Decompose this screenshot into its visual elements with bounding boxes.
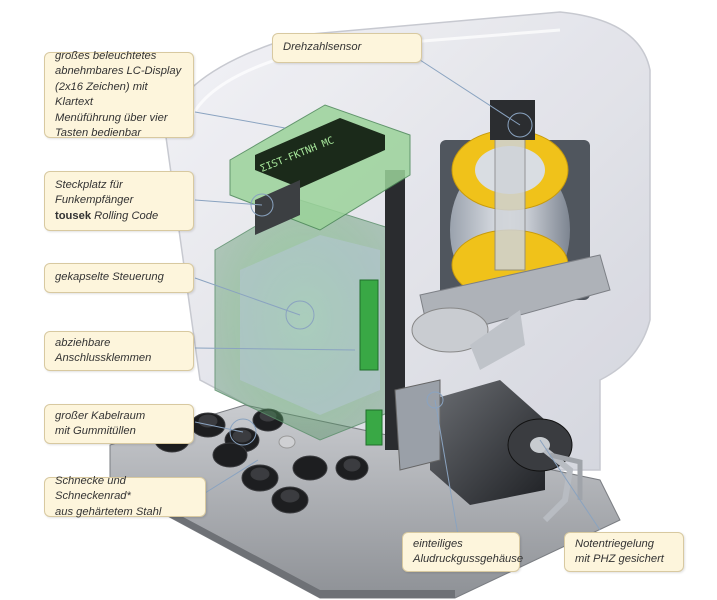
support-column bbox=[385, 170, 405, 450]
lc-display-module: ΣIST-FKTNH MC bbox=[229, 104, 411, 235]
callout-housing-line1: einteiliges bbox=[413, 537, 463, 550]
callout-control: gekapselte Steuerung bbox=[44, 263, 194, 293]
callout-lc-display-line4: Menüführung über vier bbox=[55, 111, 168, 124]
callout-lc-display-line2: abnehmbares LC-Display bbox=[55, 65, 182, 77]
callout-housing-line2: Aludruckgussgehäuse bbox=[413, 553, 524, 565]
callout-worm-gear: Schnecke und Schneckenrad* aus gehärtete… bbox=[44, 474, 206, 518]
leader-lines bbox=[194, 59, 601, 536]
callout-speed-sensor-text: Drehzahlsensor bbox=[283, 41, 362, 54]
callout-lc-display-line5: Tasten bedienbar bbox=[55, 127, 142, 139]
callout-lc-display-line3: (2x16 Zeichen) mit Klartext bbox=[55, 80, 148, 109]
callout-emergency-release: Notentriegelung mit PHZ gesichert bbox=[564, 532, 684, 572]
callout-cable-space-line2: mit Gummitüllen bbox=[55, 425, 136, 437]
callout-terminals-line2: Anschlussklemmen bbox=[55, 352, 152, 364]
callout-speed-sensor: Drehzahlsensor bbox=[272, 33, 422, 63]
callout-worm-line2: aus gehärtetem Stahl bbox=[55, 505, 162, 518]
callout-receiver-line1: Steckplatz für bbox=[55, 178, 123, 191]
emergency-release bbox=[430, 380, 583, 523]
brand-name: tousek bbox=[55, 209, 92, 222]
callout-cable-space-line1: großer Kabelraum bbox=[55, 409, 146, 422]
callout-release-line2: mit PHZ gesichert bbox=[575, 553, 664, 565]
callout-lc-display-line1: großes beleuchtetes bbox=[55, 49, 157, 62]
callout-housing: einteiliges Aludruckgussgehäuse bbox=[402, 532, 524, 572]
callout-release-line1: Notentriegelung bbox=[575, 537, 654, 550]
motor bbox=[440, 100, 590, 305]
callout-receiver-slot: Steckplatz für Funkempfänger tousek Roll… bbox=[44, 171, 194, 231]
callout-receiver-line2: Funkempfänger bbox=[55, 194, 134, 207]
callout-receiver-line3: tousek Rolling Code bbox=[55, 209, 183, 225]
callout-control-text: gekapselte Steuerung bbox=[55, 271, 164, 284]
callout-cable-space: großer Kabelraum mit Gummitüllen bbox=[44, 404, 194, 444]
callout-worm-line1: Schnecke und Schneckenrad* bbox=[55, 474, 131, 503]
callout-terminals-line1: abziehbare bbox=[55, 336, 111, 349]
callout-lc-display: großes beleuchtetes abnehmbares LC-Displ… bbox=[44, 49, 194, 139]
callout-terminals: abziehbare Anschlussklemmen bbox=[44, 331, 194, 371]
worm-gear bbox=[411, 254, 611, 370]
brand-suffix: Rolling Code bbox=[91, 209, 159, 222]
front-plate bbox=[394, 379, 441, 471]
